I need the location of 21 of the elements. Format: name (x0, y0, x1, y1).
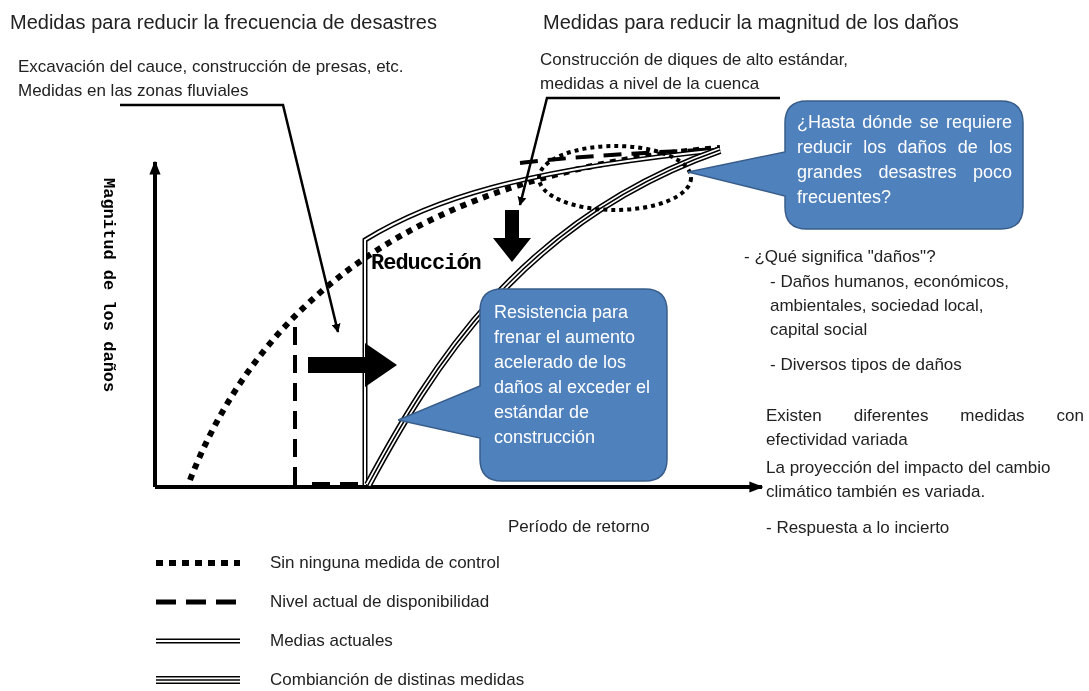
annotation-text: Construcción de diques de alto estándar, medidas a nivel de la cuenca (540, 48, 875, 96)
leader-arrow (517, 96, 780, 206)
legend-label: Medias actuales (270, 630, 393, 652)
note-text: - ¿Qué significa "daños"? (744, 246, 937, 268)
axis-title: Magnitud de los daños (98, 178, 119, 393)
annotation-text: Excavación del cauce, construcción de presas, etc. Medidas en las zonas fluviales (18, 55, 518, 103)
legend-label: Combianción de distinas medidas (270, 669, 525, 691)
note-text: - Daños humanos, económicos, ambientales, sociedad local, capital social (770, 271, 1010, 341)
note-text: - Respuesta a lo incierto (766, 517, 951, 539)
note-text: La proyección del impacto del cambio climático también es variada. (766, 457, 1052, 503)
note-text: - Diversos tipos de daños (770, 354, 963, 376)
callout-bubble: ¿Hasta dónde se requiere reducir los daños de los grandes desastres poco frecuentes? (688, 100, 1024, 230)
legend-label: Sin ninguna medida de control (270, 552, 500, 574)
callout-bubble: Resistencia para frenar el aumento acelerado de los daños al exceder el estándar de construcción (398, 288, 668, 482)
heading: Medidas para reducir la frecuencia de desastres (10, 10, 437, 34)
leader-arrow (120, 103, 341, 333)
legend-label: Nivel actual de disponibilidad (270, 591, 490, 613)
axis-title: Período de retorno (508, 516, 650, 538)
curve-label: Reducción (371, 252, 481, 276)
heading: Medidas para reducir la magnitud de los daños (543, 10, 959, 34)
note-text: Existen diferentes medidas con efectividad variada (766, 405, 1084, 451)
